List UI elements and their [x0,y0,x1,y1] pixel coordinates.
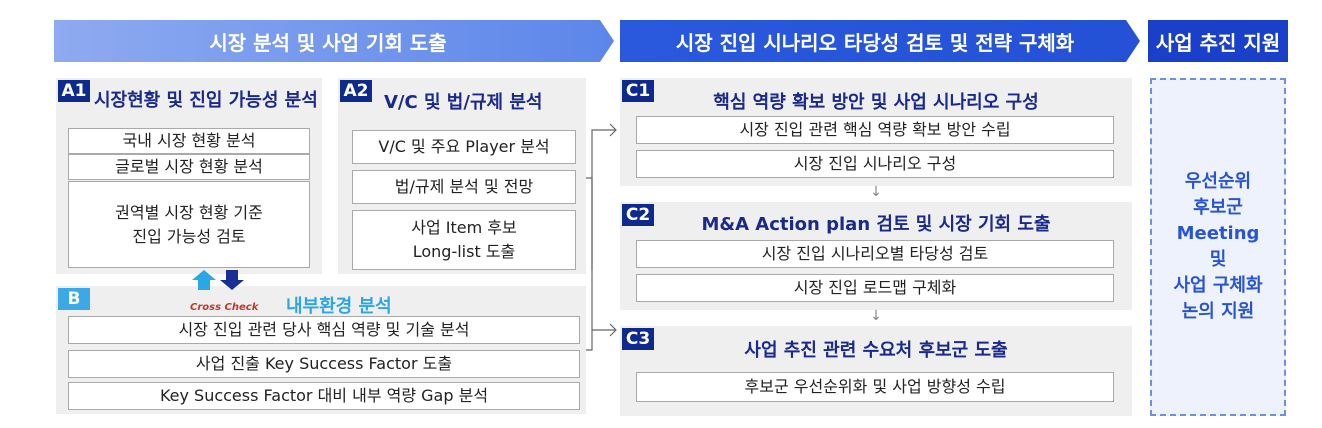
b-badge: B [58,288,90,310]
stage1-label: 시장 분석 및 사업 기회 도출 [209,30,447,55]
connector-bracket [586,123,617,351]
a2-item-longlist-line2: Long-list 도출 [412,242,516,261]
bracket-link-c1 [591,129,616,270]
a1-item-regional: 권역별 시장 현황 기준 진입 가능성 검토 [68,181,310,268]
a2-badge: A2 [340,80,372,102]
c1-title: 핵심 역량 확보 방안 및 사업 시나리오 구성 [713,92,1039,113]
a2-item-longlist-line1: 사업 Item 후보 [411,218,517,237]
a2-item-regulation: 법/규제 분석 및 전망 [352,170,576,204]
a2-title: V/C 및 법/규제 분석 [384,92,543,113]
c1-item-scenario: 시장 진입 시나리오 구성 [636,150,1114,178]
c1-item-capability: 시장 진입 관련 핵심 역량 확보 방안 수립 [636,116,1114,144]
c3-title: 사업 추진 관련 수요처 후보군 도출 [744,340,1008,361]
bracket-arrow-c3 [609,323,617,337]
c2-c3-arrow-icon: ↓ [870,308,882,324]
stage2-chevron [620,20,1140,62]
a1-item-domestic: 국내 시장 현황 분석 [68,128,310,154]
a2-item-longlist: 사업 Item 후보 Long-list 도출 [352,210,576,270]
bracket-line [586,177,593,351]
b-item-capability: 시장 진입 관련 당사 핵심 역량 및 기술 분석 [68,316,580,344]
support-box: 우선순위 후보군 Meeting 및 사업 구체화 논의 지원 [1150,78,1286,416]
a1-item-global: 글로벌 시장 현황 분석 [68,154,310,180]
a2-item-vc: V/C 및 주요 Player 분석 [352,130,576,164]
support-line-2: 후보군 [1193,197,1243,218]
c2-title: M&A Action plan 검토 및 시장 기회 도출 [701,214,1051,235]
header-chevrons [54,20,1288,62]
c2-item-roadmap: 시장 진입 로드맵 구체화 [636,274,1114,302]
a1-item-regional-line1: 권역별 시장 현황 기준 [115,202,263,222]
c1-badge: C1 [622,80,654,102]
support-line-5: 사업 구체화 [1173,275,1263,296]
down-arrow-icon [220,270,244,290]
cross-check-label: Cross Check [190,302,259,313]
c1-c2-arrow-icon: ↓ [870,184,882,200]
c3-badge: C3 [622,328,654,350]
support-line-3: Meeting [1176,223,1260,244]
support-line-1: 우선순위 [1184,171,1252,192]
up-arrow-icon [192,270,216,290]
a1-item-regional-line2: 진입 가능성 검토 [132,226,246,246]
stage3-label: 사업 추진 지원 [1155,30,1281,55]
support-line-6: 논의 지원 [1181,301,1255,322]
bracket-arrow-c1 [609,123,617,137]
b-item-gap: Key Success Factor 대비 내부 역량 Gap 분석 [68,382,580,410]
support-line-4: 및 [1209,249,1227,270]
a1-badge: A1 [58,80,90,102]
cross-check-arrows [192,270,244,290]
c3-item-priority: 후보군 우선순위화 및 사업 방향성 수립 [636,372,1114,402]
stage2-label: 시장 진입 시나리오 타당성 검토 및 전략 구체화 [675,30,1075,55]
c2-item-feasibility: 시장 진입 시나리오별 타당성 검토 [636,240,1114,268]
b-item-ksf: 사업 진출 Key Success Factor 도출 [68,350,580,378]
stage1-chevron [54,20,614,62]
a1-title: 시장현황 및 진입 가능성 분석 [94,90,318,111]
stage3-box [1148,20,1288,62]
c2-badge: C2 [622,204,654,226]
b-title: 내부환경 분석 [286,296,392,317]
